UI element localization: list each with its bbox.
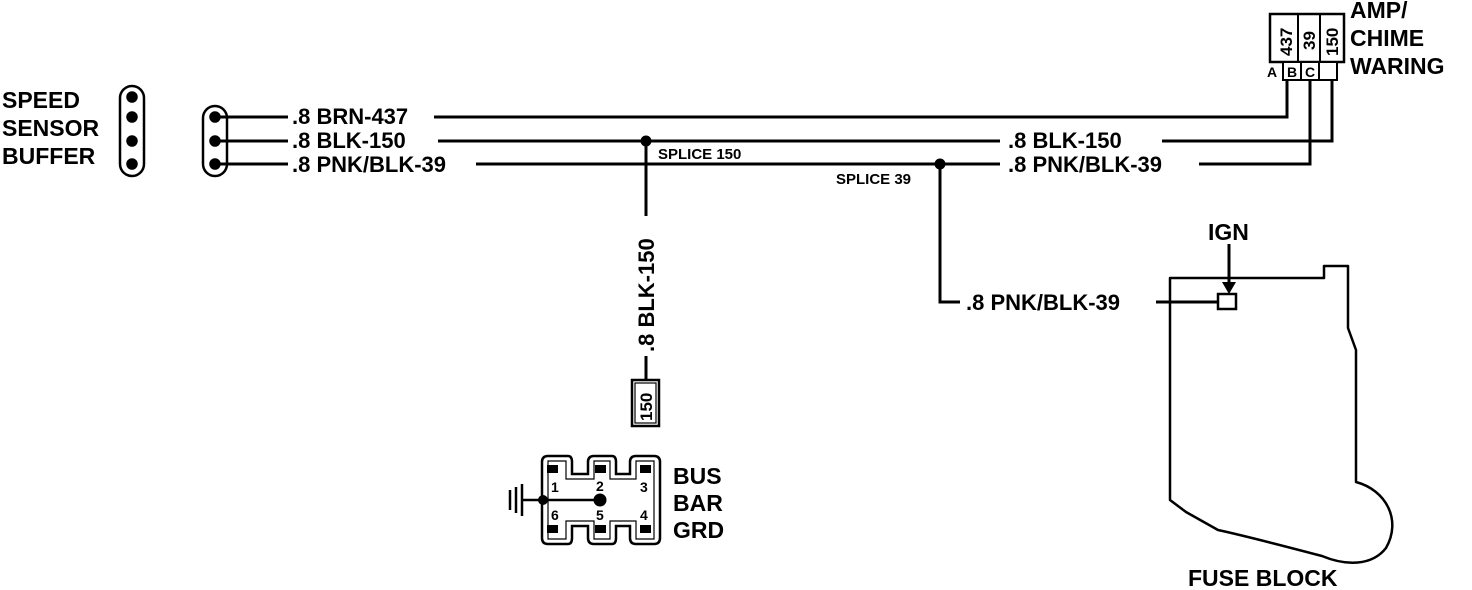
bus-bar-label: BUS BAR GRD: [673, 463, 724, 543]
wire-label-pnk-39-fuse: .8 PNK/BLK-39: [966, 290, 1120, 315]
speed-sensor-line3: BUFFER: [2, 143, 96, 169]
wire-label-pnk-39-right: .8 PNK/BLK-39: [1008, 152, 1162, 177]
wire-label-brn-437: .8 BRN-437: [292, 104, 408, 129]
ground-terminal-label: 150: [637, 393, 656, 421]
splice-150-dot: [640, 135, 652, 147]
bus-bar-line2: BAR: [673, 490, 723, 516]
bus-pin-2: 2: [596, 478, 604, 494]
bus-bar-line3: GRD: [673, 517, 724, 543]
splice-150-label: SPLICE 150: [658, 146, 741, 163]
wires: [215, 78, 1334, 380]
wire-label-pnk-39-left: .8 PNK/BLK-39: [292, 152, 446, 177]
bus-bar-connector: [540, 454, 662, 546]
bus-pin-6: 6: [551, 507, 559, 523]
bus-pin-3: 3: [640, 479, 648, 495]
amp-pin-b-circuit: 39: [1300, 31, 1319, 50]
wire-label-blk-150-vertical: .8 BLK-150: [634, 238, 659, 352]
speed-sensor-label: SPEED SENSOR BUFFER: [2, 87, 100, 169]
bus-pin-4: 4: [640, 507, 648, 523]
amp-chime-label: AMP/ CHIME WARING: [1350, 0, 1445, 79]
splice-39-dot: [934, 158, 946, 170]
amp-pin-a-circuit: 437: [1277, 28, 1296, 56]
ign-label: IGN: [1208, 219, 1249, 245]
amp-pin-b-letter: B: [1287, 64, 1297, 80]
amp-pin-a-letter: A: [1267, 64, 1277, 80]
fuse-block-label: FUSE BLOCK: [1188, 565, 1338, 590]
amp-chime-connector: 437 39 150 A B C: [1267, 12, 1346, 81]
speed-sensor-connector: [118, 84, 146, 178]
wire-label-blk-150-right: .8 BLK-150: [1008, 128, 1122, 153]
amp-chime-line2: CHIME: [1350, 25, 1424, 51]
amp-chime-line1: AMP/: [1350, 0, 1408, 23]
ground-terminal-150: 150: [630, 378, 661, 428]
amp-pin-c-circuit: 150: [1323, 28, 1342, 56]
ground-icon: [508, 484, 600, 516]
speed-sensor-line1: SPEED: [2, 87, 80, 113]
bus-pin-5: 5: [596, 507, 604, 523]
amp-chime-line3: WARING: [1350, 53, 1445, 79]
ign-arrow-icon: [1222, 282, 1236, 294]
splice-39-label: SPLICE 39: [836, 171, 911, 188]
bus-bar-ground-dot: [593, 493, 607, 507]
bus-pin-1: 1: [551, 479, 559, 495]
bus-bar-pins: [547, 465, 651, 533]
fuse-block-outline: [1168, 264, 1394, 564]
wire-label-blk-150-left: .8 BLK-150: [292, 128, 406, 153]
bus-bar-line1: BUS: [673, 463, 722, 489]
amp-pin-c-letter: C: [1305, 64, 1315, 80]
speed-sensor-line2: SENSOR: [2, 115, 100, 141]
ign-terminal: [1216, 292, 1238, 311]
